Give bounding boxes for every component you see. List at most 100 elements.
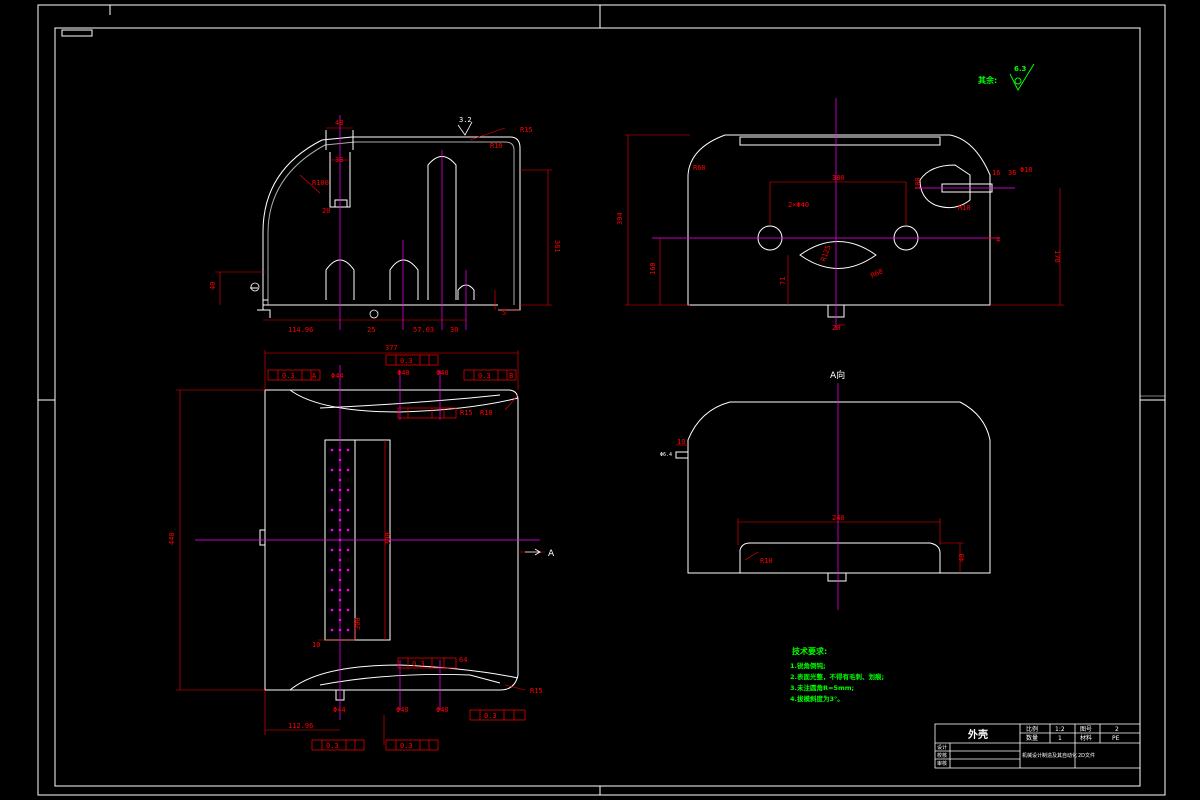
dim-2x40: 2×Φ40	[788, 201, 809, 209]
dim-4: 4	[996, 236, 1000, 244]
dim-r15a: R15	[460, 409, 473, 417]
datum-symbols	[250, 282, 379, 319]
dim-16: 16	[992, 169, 1000, 177]
dim-64: 64	[459, 656, 467, 664]
front-view-guides	[339, 115, 467, 330]
dim-390: 390	[384, 532, 392, 545]
sheet-value: 2	[1115, 726, 1119, 733]
dim-phi44: Φ44	[331, 372, 344, 380]
tech-req-3: 3.未注圆角R=5mm;	[790, 683, 854, 692]
tolerance-frames	[267, 354, 526, 751]
dim-100: 100	[914, 177, 922, 190]
surface-finish-mark: 其余: 6.3	[978, 63, 1035, 92]
dim-m10: M10	[958, 204, 971, 212]
dim-20-side: 20	[832, 324, 840, 332]
title-block	[934, 723, 1141, 769]
design-label: 设计	[937, 744, 947, 751]
side-view-guides	[652, 98, 1015, 330]
dim-20: 20	[322, 207, 330, 215]
dim-440: 440	[168, 532, 176, 545]
tech-req-title: 技术要求:	[792, 646, 827, 656]
tol-0-3d: 0.3	[412, 660, 425, 668]
top-view-dim-text: 377 0.3 Φ44 Φ40 Φ40 0.3 0.3 R15 R18 440 …	[168, 344, 543, 750]
surface-finish-value: 6.3	[1014, 65, 1027, 73]
dim-r60b: R60	[869, 267, 884, 280]
a-view-dims	[676, 444, 964, 573]
sheet-label: 图号	[1080, 726, 1092, 733]
dim-71: 71	[779, 277, 787, 285]
dim-25: 25	[367, 326, 375, 334]
dim-240: 240	[832, 514, 845, 522]
dim-5: 5	[502, 309, 506, 317]
tech-req-1: 1.锐角倒钝;	[790, 661, 826, 670]
drawing-number: 2D文件	[1078, 752, 1095, 759]
dim-r10: R10	[490, 142, 503, 150]
dim-40: 40	[209, 282, 217, 290]
dim-phi40d: Φ40	[436, 706, 449, 714]
title-block-text: 外壳 比例 1:2 图号 2 数量 1 材料 PE 设计 校核 审核 机械设计制…	[937, 725, 1120, 767]
datum-a: A	[312, 372, 317, 380]
dim-r125: R125	[819, 244, 832, 263]
dim-r100: R100	[312, 179, 329, 187]
dim-6-a: Φ6.4	[660, 452, 672, 458]
dim-178: 178	[1053, 250, 1061, 263]
approve-label: 审核	[937, 760, 947, 767]
tech-requirements: 技术要求: 1.锐角倒钝; 2.表面光整，不得有毛刺、划痕; 3.未注圆角R=5…	[790, 646, 884, 703]
dim-30: 30	[450, 326, 458, 334]
dim-33: 33	[335, 156, 343, 164]
dim-394: 394	[616, 212, 624, 225]
part-name: 外壳	[967, 728, 988, 741]
school-name: 机械设计制造及其自动化	[1022, 752, 1077, 759]
dim-10-a: 10	[677, 438, 685, 446]
dim-10: 10	[312, 641, 320, 649]
dim-48: 48	[335, 119, 343, 127]
material-label: 材料	[1080, 734, 1092, 742]
dim-r60: R60	[693, 164, 706, 172]
dim-300: 300	[354, 617, 362, 630]
tol-0-3b: 0.3	[400, 357, 413, 365]
tol-0-3c: 0.3	[478, 372, 491, 380]
a-view-dim-text: 10 Φ6.4 240 R10 40	[660, 438, 966, 565]
side-view-dims	[625, 134, 1064, 326]
qty-value: 1	[1058, 735, 1062, 742]
qty-label: 数量	[1026, 734, 1038, 742]
side-view	[687, 134, 993, 318]
front-view-dims	[215, 127, 552, 321]
tech-req-2: 2.表面光整，不得有毛刺、划痕;	[790, 672, 884, 681]
side-view-dim-text: 380 R60 2×Φ40 394 160 71 R125 R60 M10 10…	[616, 164, 1061, 332]
dim-phi10: Φ10	[1020, 166, 1033, 174]
material-value: PE	[1112, 735, 1120, 742]
dim-361: 361	[553, 240, 561, 253]
dim-114: 114.96	[288, 326, 313, 334]
dim-112: 112.96	[288, 722, 313, 730]
dim-phi40: Φ40	[397, 369, 410, 377]
datum-b: B	[509, 372, 513, 380]
dim-r18: R18	[480, 409, 493, 417]
dim-phi40c: Φ40	[396, 706, 409, 714]
drawing-border	[37, 4, 1166, 796]
front-view-dim-text: 48 R15 R10 R100 33 20 361 40 114.96 25 5…	[209, 116, 561, 334]
top-view-dims	[176, 350, 545, 745]
roughness-front: 3.2	[459, 116, 472, 124]
scale-label: 比例	[1026, 725, 1038, 733]
dim-r15b: R15	[530, 687, 543, 695]
front-view	[250, 130, 521, 318]
dim-phi40b: Φ40	[436, 369, 449, 377]
tol-0-3a: 0.3	[282, 372, 295, 380]
tol-0-3g: 0.3	[400, 742, 413, 750]
arrow-a-label: A	[548, 549, 555, 559]
dim-r15: R15	[520, 126, 533, 134]
top-view-guides	[195, 365, 540, 720]
a-view	[675, 401, 991, 582]
dim-57: 57.03	[413, 326, 434, 334]
dim-377: 377	[385, 344, 398, 352]
surface-finish-label: 其余:	[978, 75, 997, 85]
tol-0-3e: 0.3	[484, 712, 497, 720]
tech-req-4: 4.拔模斜度为3°。	[790, 694, 844, 703]
roughness-symbol	[457, 121, 473, 136]
scale-value: 1:2	[1055, 726, 1065, 733]
tol-0-3f: 0.3	[326, 742, 339, 750]
dim-36: 36	[1008, 169, 1016, 177]
dim-phi44b: Φ44	[333, 706, 346, 714]
